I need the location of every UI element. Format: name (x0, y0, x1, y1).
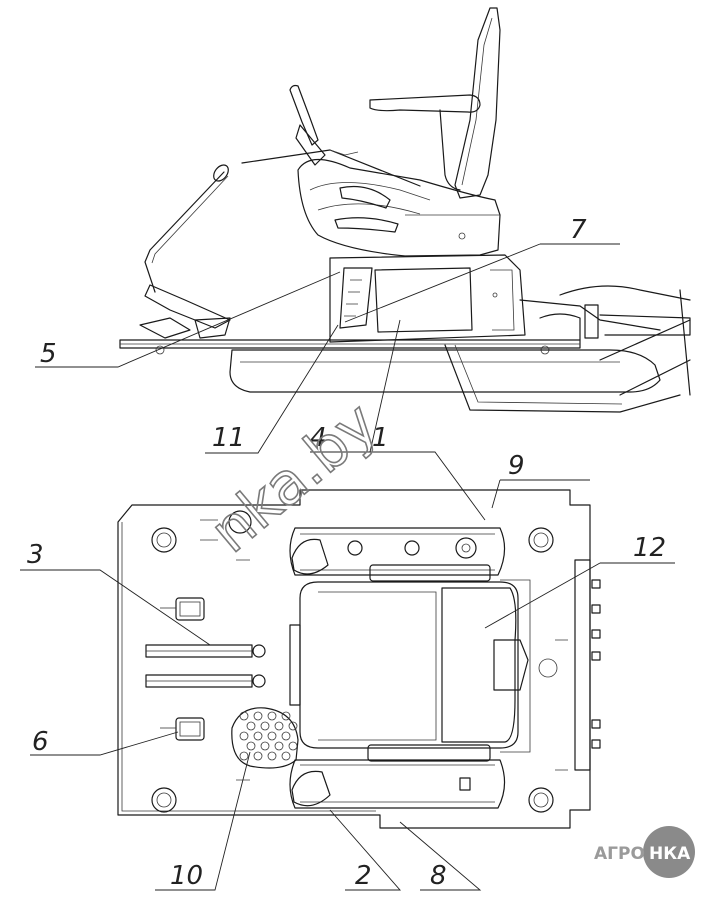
callout-2: 2 (355, 861, 372, 891)
underfloor-tank (229, 349, 661, 393)
mat-hole (239, 711, 249, 721)
mat-hole (274, 721, 284, 731)
control-switch-bottom (160, 717, 205, 741)
mat-hole (253, 731, 263, 741)
pedal-levers (145, 644, 266, 688)
side-view (119, 7, 691, 413)
mat-hole (246, 741, 256, 751)
watermark-text: nka.by (197, 389, 390, 566)
mat-hole (281, 751, 291, 761)
mat-hole (253, 711, 263, 721)
callout-3: 3 (27, 540, 44, 570)
seat-cushion (297, 158, 501, 257)
corner-bolts (151, 510, 558, 813)
mat-hole (274, 741, 284, 751)
callout-6: 6 (32, 727, 49, 757)
seat-pedestal (329, 254, 526, 343)
logo-left-text: АГРО (594, 844, 645, 864)
callout-8: 8 (430, 861, 447, 891)
seat-cushion-plan (299, 581, 519, 749)
callout-5: 5 (40, 339, 57, 369)
armrest-console-bottom (289, 759, 506, 809)
callout-leaders (20, 243, 675, 891)
callout-1: 1 (372, 423, 389, 453)
mat-hole (267, 711, 277, 721)
floor-plate-side (119, 339, 581, 349)
callout-numbers: 5 11 7 4 1 9 12 3 6 10 2 8 (27, 215, 666, 891)
logo-right-text: НКА (649, 844, 691, 864)
mat-hole (260, 721, 270, 731)
mat-hole (281, 711, 291, 721)
side-connectors (591, 579, 601, 749)
agronka-logo: АГРО НКА (594, 826, 695, 878)
mat-hole (267, 751, 277, 761)
seat-armrest (369, 94, 481, 113)
control-lever-side (144, 171, 225, 293)
mat-hole (239, 731, 249, 741)
callout-12: 12 (633, 533, 666, 563)
armrest-console-top (289, 527, 506, 576)
callout-4: 4 (310, 423, 327, 453)
callout-9: 9 (508, 451, 525, 481)
mat-hole (260, 741, 270, 751)
mat-hole (288, 721, 298, 731)
seat-backrest (454, 7, 501, 199)
mat-hole (253, 751, 263, 761)
mat-hole (281, 731, 291, 741)
perforated-mat (231, 707, 299, 769)
control-switch-top (160, 597, 205, 621)
callout-7: 7 (570, 215, 587, 245)
plan-view (117, 489, 601, 829)
mat-hole (239, 751, 249, 761)
mat-hole (288, 741, 298, 751)
callout-10: 10 (170, 861, 203, 891)
joystick-side (289, 84, 319, 146)
mat-hole (267, 731, 277, 741)
callout-11: 11 (212, 423, 245, 453)
mat-hole (246, 721, 256, 731)
